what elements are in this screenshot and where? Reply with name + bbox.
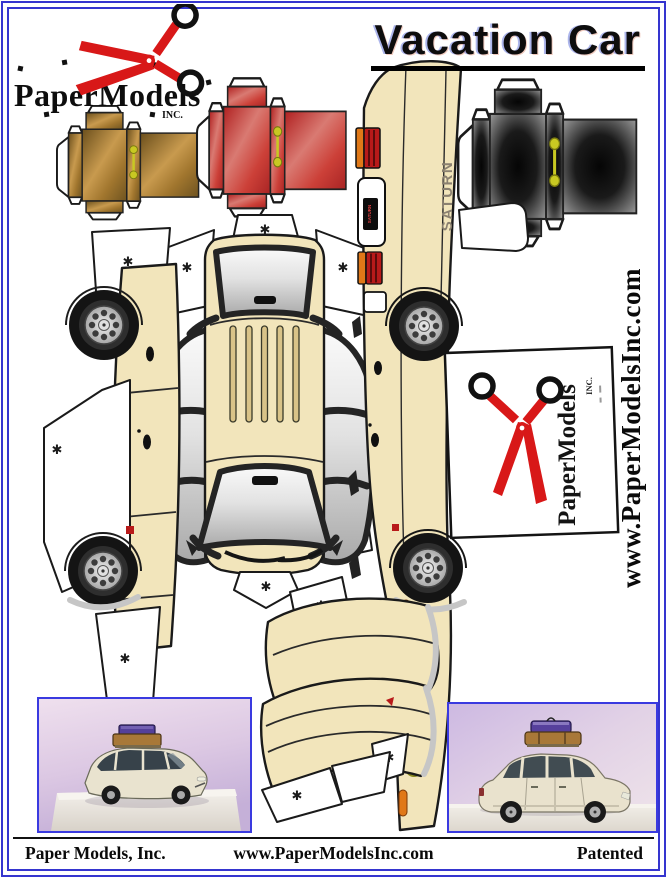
car-left-side-piece: ✱ ✱ ✱ (43, 227, 181, 709)
wheel-icon (392, 532, 464, 604)
headlight (196, 776, 207, 782)
scissors-icon (75, 1, 205, 97)
fold-mark: ✱ (123, 255, 134, 270)
wheel-arch (385, 287, 463, 327)
footer-divider (13, 837, 654, 839)
wheel-icon (388, 290, 460, 362)
wheel-arch (64, 532, 142, 572)
door-handle (143, 434, 151, 450)
marker-square (392, 524, 399, 531)
luggage-box-template-brown (56, 104, 200, 221)
footer: Paper Models, Inc. www.PaperModelsInc.co… (0, 843, 667, 867)
luggage-stack (112, 724, 162, 748)
logo-inc: INC. (162, 110, 183, 121)
footer-url: www.PaperModelsInc.com (233, 843, 434, 863)
model-car (478, 717, 631, 823)
fold-mark: ✱ (292, 789, 303, 804)
pillar-stub (352, 316, 362, 338)
luggage-box-template-black (457, 78, 638, 248)
taillight (355, 127, 381, 169)
wheel-arch (389, 529, 467, 569)
photo-assembled-model-right (447, 702, 658, 833)
door-handle (146, 346, 154, 362)
headlight (620, 791, 631, 801)
suitcase-handle-icon (129, 145, 138, 180)
car-roof-panel-piece: ✱ ✱ ✱ ✱ ✱ (151, 214, 378, 609)
pillar-stub (348, 470, 359, 496)
taillight (479, 788, 484, 796)
keyhole (137, 429, 141, 433)
side-url-vertical: www.PaperModelsInc.com (616, 268, 646, 588)
logo-decorations (17, 59, 212, 118)
fold-mark: ✱ (182, 261, 193, 276)
fold-mark: ✱ (260, 223, 271, 238)
logo-inc-rotated: INC. (584, 377, 594, 395)
suitcase-handle-icon (273, 126, 283, 168)
white-tab (458, 202, 529, 252)
windshield (196, 463, 333, 551)
luggage-box-template-red (196, 77, 347, 218)
model-car (84, 724, 208, 805)
marker-square (126, 526, 134, 534)
fold-mark: ✱ (261, 580, 272, 595)
wiper (277, 548, 324, 563)
license-lamp (363, 291, 387, 313)
marker-wedge (386, 697, 394, 706)
door-mirror (186, 540, 198, 556)
pillar-stub (349, 556, 361, 579)
paper-models-logo: PaperModels INC. (10, 1, 230, 124)
footer-patented: Patented (576, 843, 643, 863)
brand-lettering: SATURN (439, 161, 456, 231)
door-handle (559, 786, 566, 788)
hatch-latch (254, 296, 276, 304)
taillight (357, 251, 383, 285)
rear-window (213, 244, 316, 319)
keyhole (368, 423, 372, 427)
door-handle (531, 786, 538, 788)
wheel-arch (65, 286, 143, 326)
fold-mark: ✱ (52, 443, 63, 458)
door-mirror (331, 540, 343, 556)
page-title: Vacation Car (370, 16, 645, 71)
photo-assembled-model-left (37, 697, 252, 833)
fold-mark: ✱ (338, 261, 349, 276)
logo-text-rotated: PaperModels (554, 384, 581, 526)
door-handle (371, 433, 379, 447)
turn-indicator (398, 789, 408, 817)
luggage-stack (524, 717, 582, 747)
rearview-mirror (252, 476, 278, 485)
rear-badge (363, 198, 378, 230)
suitcase-handle-icon (549, 137, 561, 188)
fold-mark: ✱ (120, 652, 131, 667)
car-bumper-pieces: ✱ ✱ ✱ (259, 576, 440, 823)
car-windows (97, 750, 185, 771)
rear-badge-text: SATURN (367, 205, 372, 223)
door-handle (374, 361, 382, 375)
roof-rack-rails (229, 325, 300, 423)
rotated-logo-panel: PaperModels INC. (443, 345, 620, 540)
footer-company: Paper Models, Inc. (25, 843, 166, 863)
wheel-icon (68, 289, 140, 361)
wheel-icon (67, 535, 139, 607)
